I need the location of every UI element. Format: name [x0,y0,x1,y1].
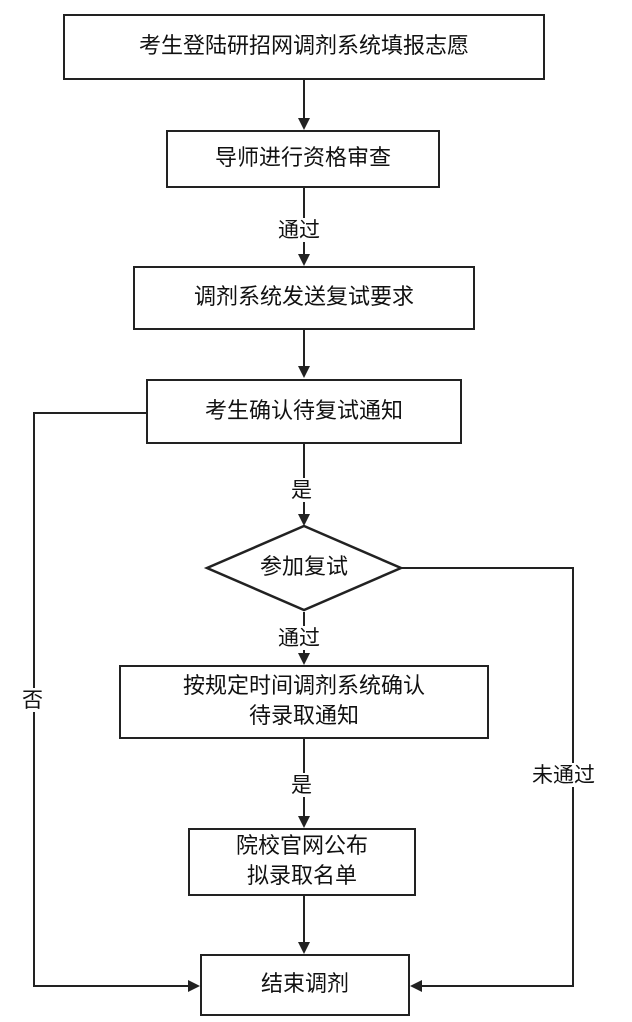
node-confirm-notice: 考生确认待复试通知 [146,379,462,444]
node-advisor-review-text: 导师进行资格审查 [214,146,391,171]
node-publish-list-line2: 拟录取名单 [246,864,357,889]
node-confirm-admission-line1: 按规定时间调剂系统确认 [182,674,425,699]
node-publish-list-line1: 院校官网公布 [235,834,368,859]
node-send-requirements: 调剂系统发送复试要求 [133,266,475,330]
node-advisor-review: 导师进行资格审查 [166,130,440,188]
edge-label-yes-2: 是 [289,773,314,797]
decision-shape [203,524,405,612]
node-confirm-admission-line2: 待录取通知 [248,704,359,729]
edge-label-pass-2: 通过 [276,626,322,650]
node-send-requirements-text: 调剂系统发送复试要求 [193,285,414,310]
node-end-adjustment-text: 结束调剂 [260,972,349,997]
node-confirm-notice-text: 考生确认待复试通知 [204,398,403,424]
node-publish-list: 院校官网公布 拟录取名单 [188,828,416,896]
node-confirm-admission: 按规定时间调剂系统确认 待录取通知 [119,665,489,739]
edge-label-yes-1: 是 [289,478,314,502]
decision-attend-retest: 参加复试 [259,555,348,580]
node-login-apply-text: 考生登陆研招网调剂系统填报志愿 [138,34,469,59]
edge-label-pass-1: 通过 [276,218,322,242]
edge-label-no: 否 [20,688,45,712]
node-login-apply: 考生登陆研招网调剂系统填报志愿 [63,14,545,80]
edge-label-fail: 未通过 [530,763,597,787]
node-end-adjustment: 结束调剂 [200,954,410,1016]
